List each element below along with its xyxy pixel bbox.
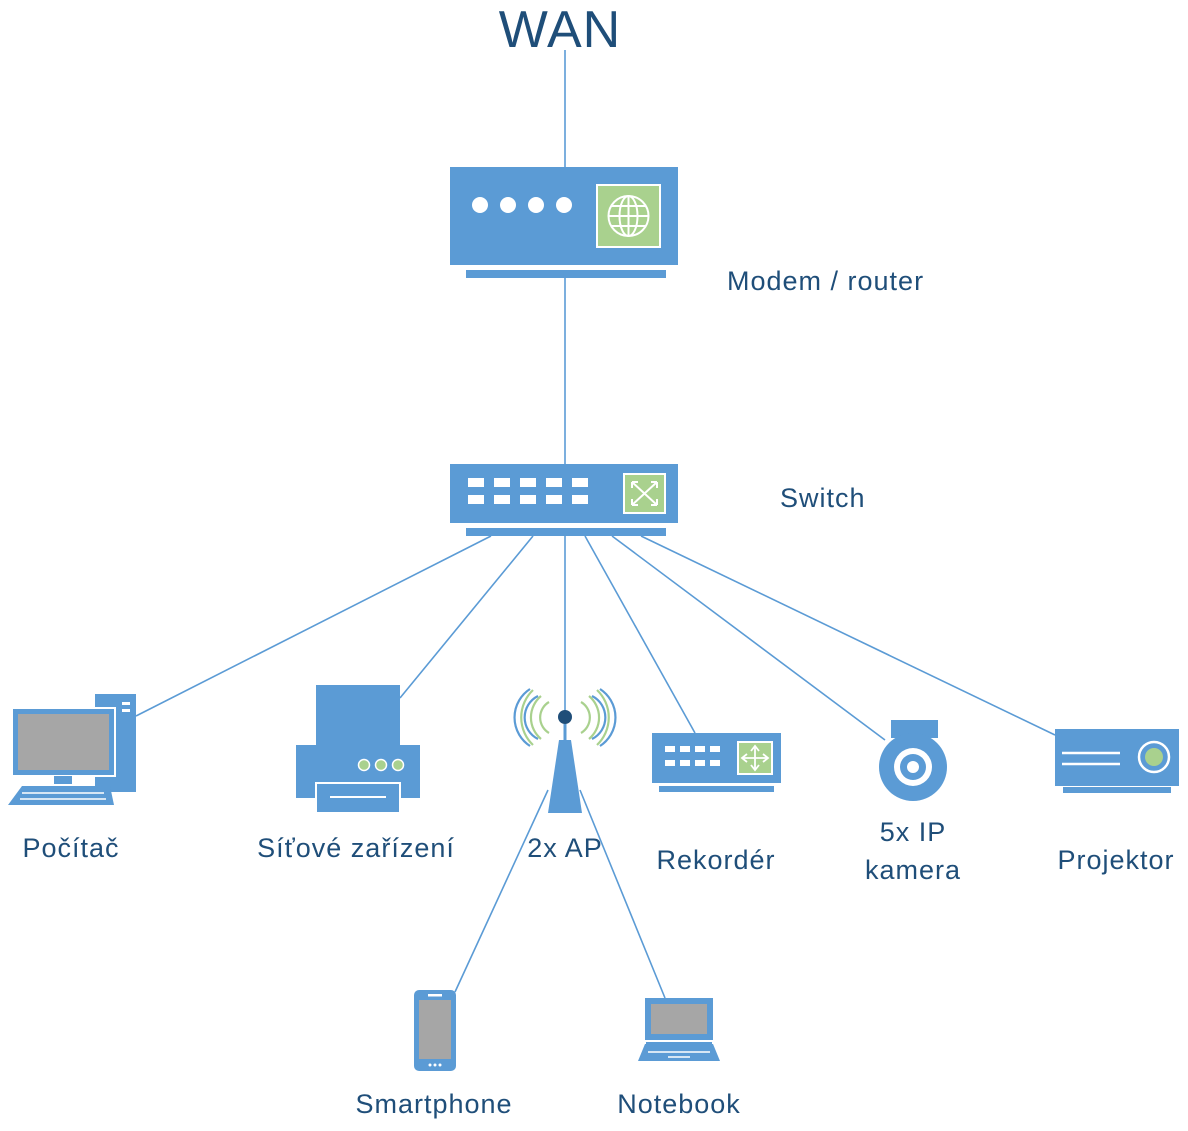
camera-label-line1: 5x IP [879, 817, 947, 847]
network-recorder-icon [652, 733, 781, 792]
globe-icon [607, 195, 650, 237]
link-switch-printer [399, 535, 534, 699]
projector-icon [1055, 729, 1179, 793]
link-switch-pc [135, 535, 492, 717]
smartphone-label: Smartphone [355, 1089, 513, 1119]
laptop-icon [638, 998, 720, 1061]
projector-label: Projektor [1057, 845, 1175, 875]
router-icon [450, 167, 678, 278]
switch-icon [450, 464, 678, 536]
recorder-label: Rekordér [656, 845, 776, 875]
link-ap-notebook [579, 789, 666, 999]
link-switch-recorder [584, 535, 696, 734]
connection-lines [135, 50, 1056, 999]
camera-label-line2: kamera [864, 855, 962, 885]
printer-icon [296, 685, 420, 814]
link-switch-projector [640, 535, 1056, 736]
wireless-access-point-icon [513, 688, 617, 813]
desktop-computer-icon [8, 694, 136, 805]
smartphone-icon [414, 990, 456, 1071]
printer-label: Síťové zařízení [257, 833, 455, 863]
router-label: Modem / router [727, 266, 925, 296]
switch-label: Switch [780, 483, 866, 513]
wan-title: WAN [498, 1, 622, 59]
link-switch-camera [611, 535, 886, 741]
pc-label: Počítač [22, 833, 120, 863]
link-ap-smartphone [454, 789, 549, 993]
ap-label: 2x AP [527, 833, 603, 863]
notebook-label: Notebook [617, 1089, 741, 1119]
ip-camera-icon [879, 720, 947, 801]
